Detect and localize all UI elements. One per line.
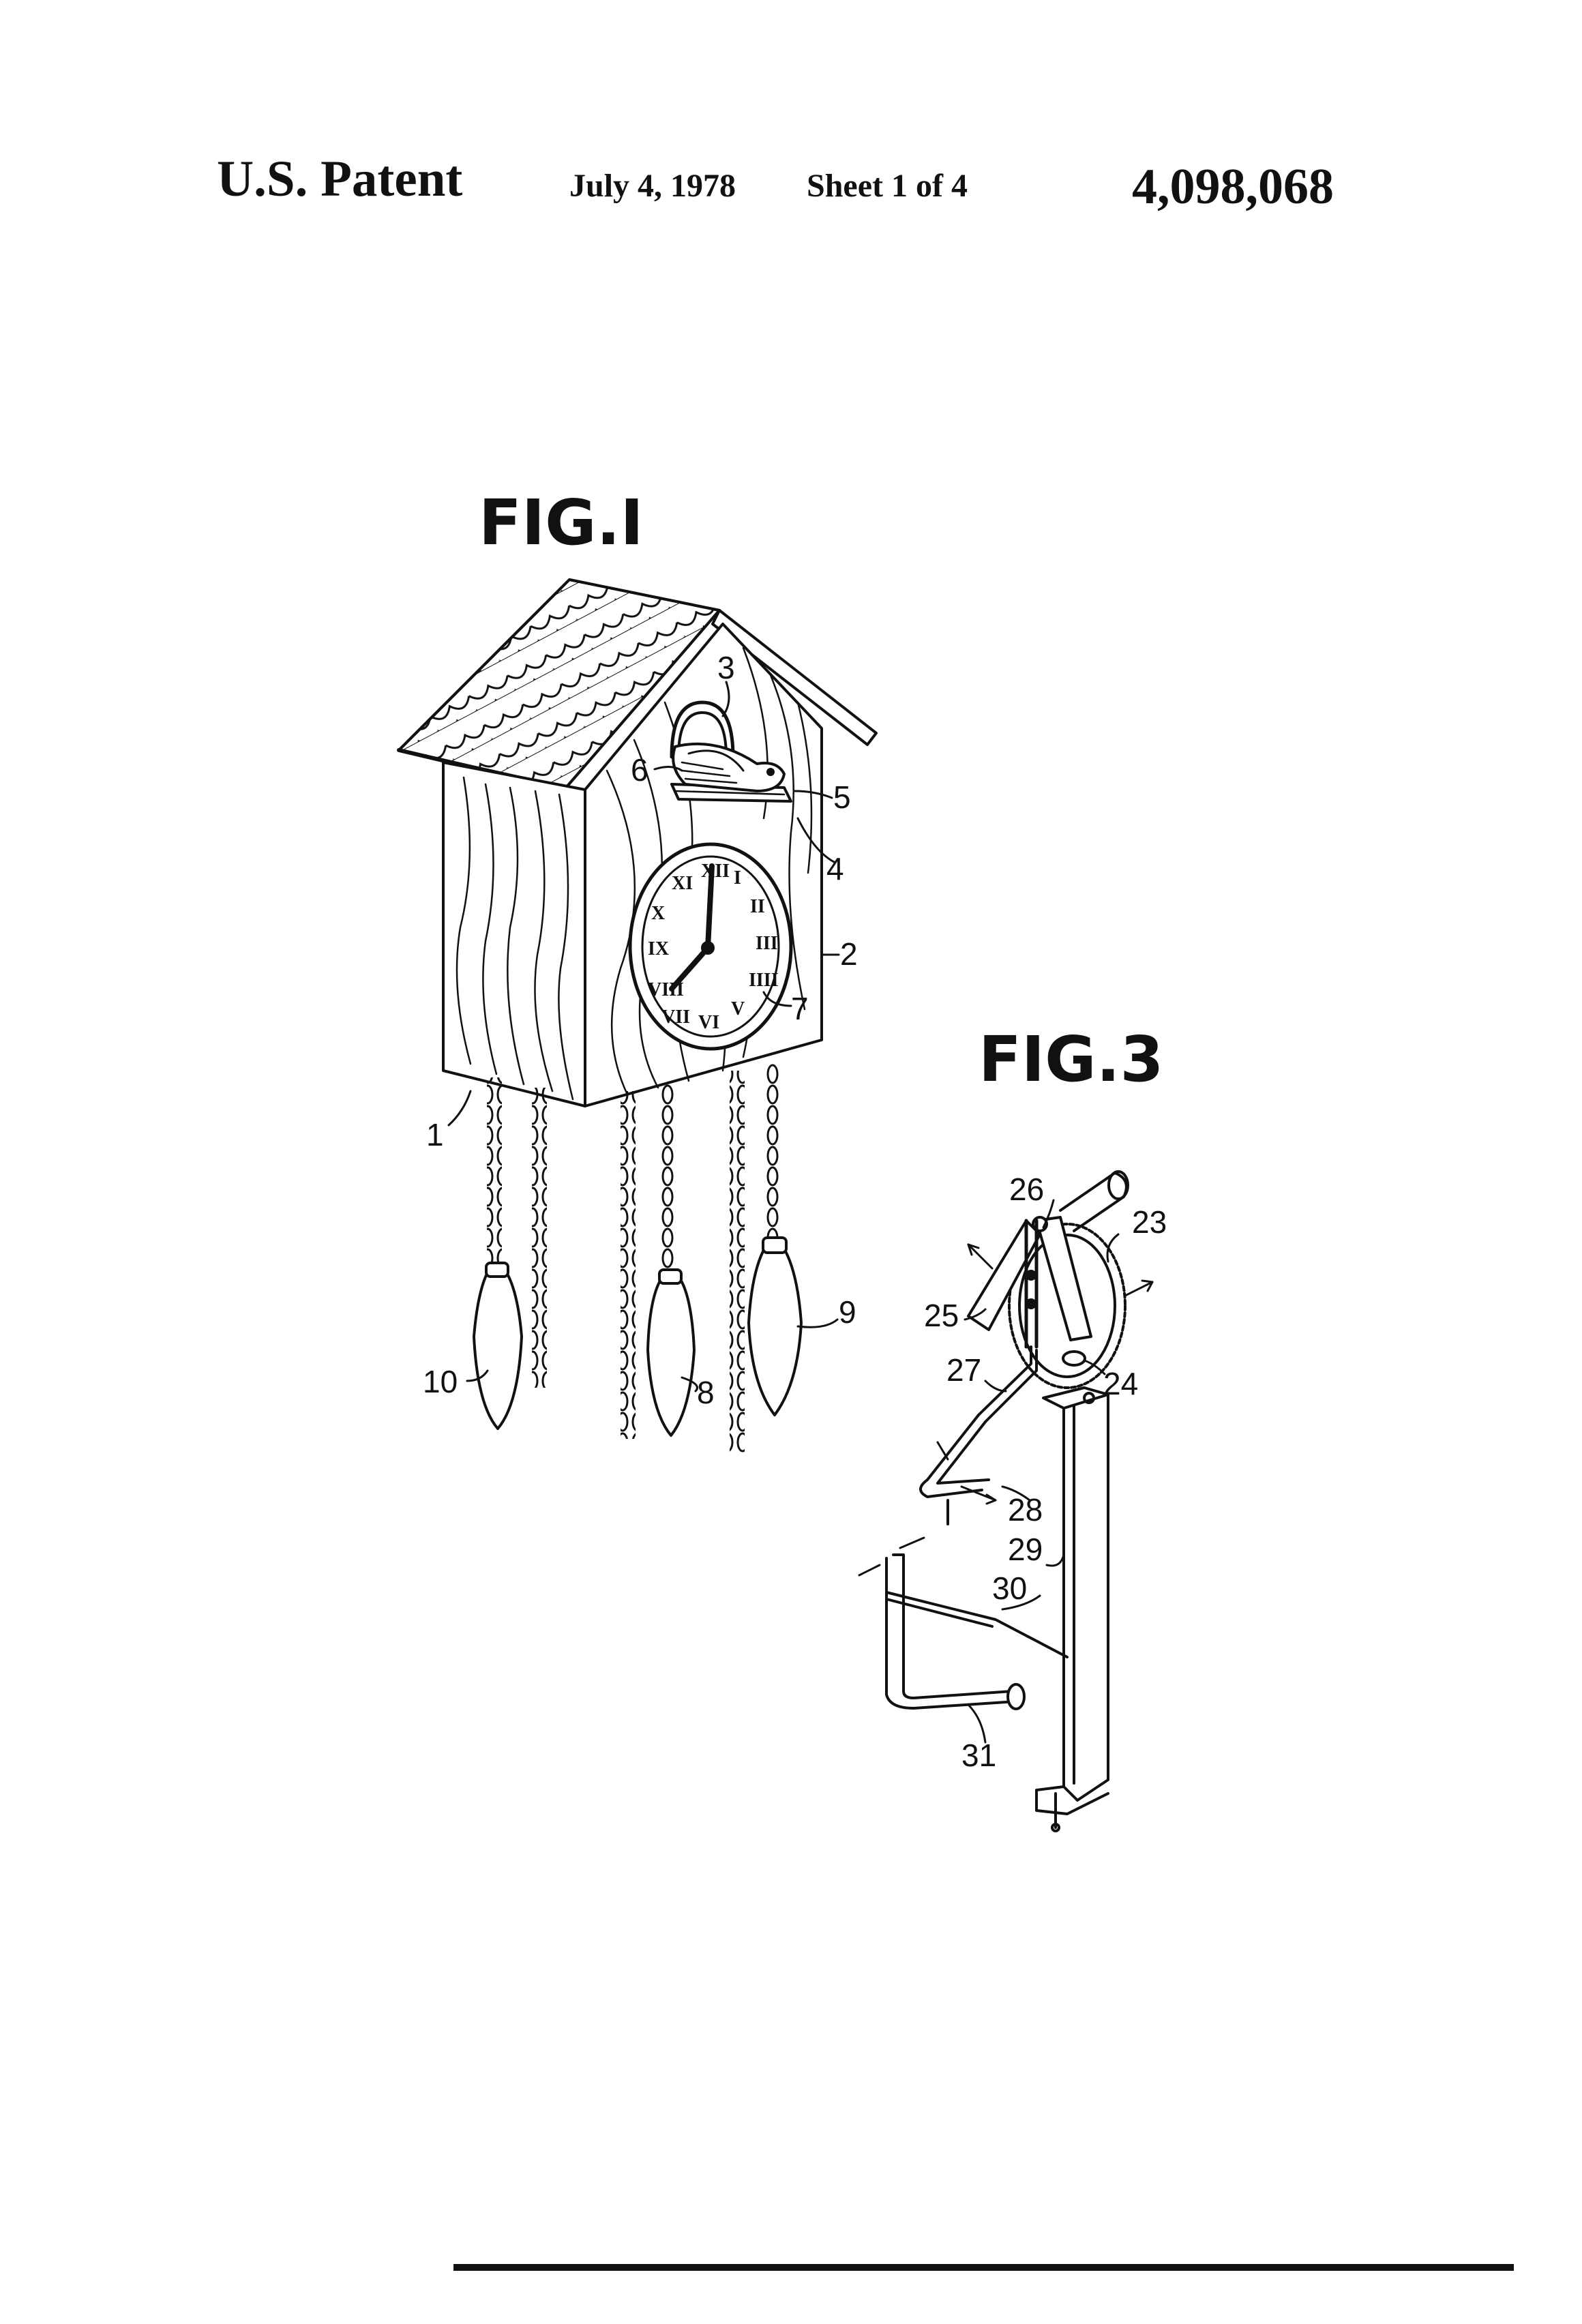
svg-text:31: 31 — [961, 1738, 996, 1773]
svg-text:II: II — [750, 896, 765, 917]
fig1-label: FIG.I — [479, 486, 644, 559]
pawl — [1062, 1350, 1086, 1367]
linkage-rod — [919, 1345, 1038, 1525]
sheet-indicator: Sheet 1 of 4 — [807, 168, 968, 204]
vertical-bar — [1035, 1386, 1109, 1832]
svg-text:3: 3 — [717, 650, 735, 685]
lever — [885, 1591, 1069, 1658]
patent-number: 4,098,068 — [1132, 159, 1334, 215]
svg-text:8: 8 — [697, 1375, 715, 1410]
motion-arrows — [858, 1243, 1154, 1577]
patent-date: July 4, 1978 — [569, 168, 736, 204]
clock-weights — [473, 1236, 803, 1437]
svg-text:XII: XII — [701, 861, 730, 882]
pivot-arms — [967, 1216, 1092, 1349]
svg-text:IX: IX — [648, 938, 669, 959]
svg-text:30: 30 — [992, 1570, 1027, 1606]
figure-1: FIG.I — [397, 486, 878, 1452]
svg-text:9: 9 — [839, 1294, 856, 1330]
fig3-label: FIG.3 — [979, 1023, 1164, 1096]
svg-text:XI: XI — [672, 873, 693, 894]
fig3-leaders — [964, 1199, 1120, 1744]
figure-3: FIG.3 — [858, 1023, 1167, 1832]
cuckoo-door-and-bird — [670, 700, 792, 803]
patent-title: U.S. Patent — [217, 151, 463, 207]
svg-text:I: I — [734, 867, 741, 889]
clock-chains — [487, 1064, 779, 1452]
svg-text:IIII: IIII — [749, 970, 779, 991]
svg-text:26: 26 — [1009, 1172, 1044, 1207]
svg-text:2: 2 — [840, 936, 858, 972]
clock-dial: XII I II III IIII V VI VII VIII IX X XI — [628, 842, 793, 1051]
svg-text:25: 25 — [924, 1298, 959, 1333]
svg-text:29: 29 — [1008, 1532, 1043, 1567]
top-shaft — [1059, 1170, 1129, 1232]
svg-text:7: 7 — [791, 991, 809, 1026]
svg-text:27: 27 — [946, 1352, 981, 1388]
svg-text:VI: VI — [698, 1012, 719, 1033]
svg-text:6: 6 — [631, 752, 648, 788]
crank — [885, 1553, 1026, 1710]
svg-text:24: 24 — [1103, 1366, 1138, 1401]
svg-text:10: 10 — [423, 1364, 458, 1399]
svg-text:V: V — [731, 998, 745, 1019]
svg-text:VII: VII — [661, 1007, 690, 1028]
svg-text:III: III — [756, 933, 778, 954]
svg-text:1: 1 — [426, 1117, 444, 1152]
fig1-leaders — [447, 681, 840, 1392]
clock-side-wall — [442, 761, 586, 1107]
svg-text:4: 4 — [826, 851, 844, 887]
svg-text:5: 5 — [833, 779, 851, 815]
svg-text:X: X — [651, 903, 665, 924]
svg-text:28: 28 — [1008, 1492, 1043, 1528]
svg-text:23: 23 — [1132, 1204, 1167, 1240]
